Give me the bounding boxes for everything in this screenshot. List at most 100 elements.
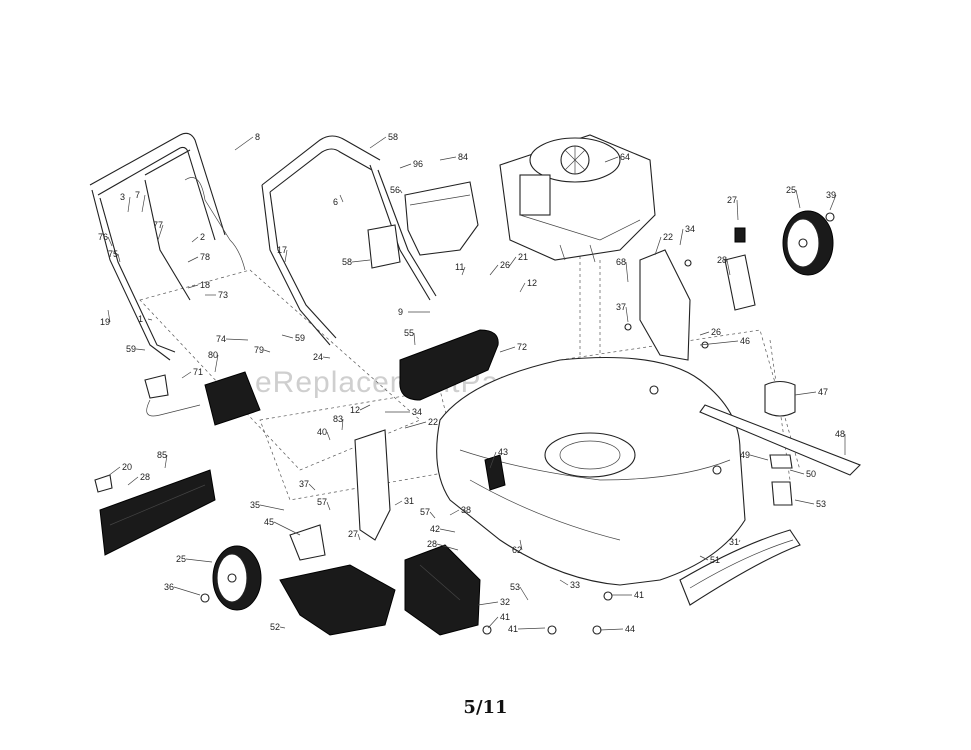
callout-leader <box>181 371 192 379</box>
callout-leader <box>404 421 427 429</box>
callout-number: 49 <box>740 450 750 460</box>
callout-number: 42 <box>430 524 440 534</box>
callout-number: 50 <box>806 469 816 479</box>
callout-leader <box>394 500 403 506</box>
callout-leader <box>499 346 516 353</box>
callout-number: 78 <box>200 252 210 262</box>
bag-frame <box>367 181 479 269</box>
callout-number: 12 <box>350 405 360 415</box>
callout-leader <box>489 451 497 469</box>
callout-number: 56 <box>390 185 400 195</box>
callout-number: 24 <box>313 352 323 362</box>
callout-number: 35 <box>250 500 260 510</box>
callout-leader <box>794 391 817 396</box>
callout-number: 96 <box>413 159 423 169</box>
callout-leader <box>439 528 456 533</box>
page-indicator: 5/11 <box>463 697 508 718</box>
callout-number: 31 <box>404 496 414 506</box>
callout-leader <box>489 264 499 276</box>
callout-number: 25 <box>176 554 186 564</box>
callout-leader <box>726 259 731 276</box>
callout-leader <box>107 236 113 247</box>
callout-leader <box>477 601 499 606</box>
hardware <box>200 212 835 635</box>
blade-assembly <box>699 380 861 506</box>
callout-number: 75 <box>108 249 118 259</box>
callout-number: 46 <box>740 336 750 346</box>
callout-leader <box>191 236 199 243</box>
engine <box>499 134 656 263</box>
discharge-chute <box>279 564 396 636</box>
callout-leader <box>794 499 815 505</box>
callout-number: 3 <box>120 192 125 202</box>
callout-number: 17 <box>277 245 287 255</box>
callout-number: 45 <box>264 517 274 527</box>
callout-leader <box>263 349 271 353</box>
callout-leader <box>187 256 199 263</box>
callout-number: 59 <box>126 344 136 354</box>
callout-leader <box>214 354 219 373</box>
callout-leader <box>281 334 294 339</box>
callout-number: 76 <box>98 232 108 242</box>
callout-leader <box>234 136 254 151</box>
callout-leader <box>117 253 121 263</box>
callout-number: 52 <box>270 622 280 632</box>
callout-number: 43 <box>498 447 508 457</box>
callout-number: 27 <box>727 195 737 205</box>
callout-leader <box>461 266 466 276</box>
callout-number: 28 <box>427 539 437 549</box>
callout-leader <box>519 282 526 293</box>
callout-leader <box>284 249 288 263</box>
callout-number: 21 <box>518 252 528 262</box>
callout-leader <box>679 228 684 246</box>
front-baffle <box>679 529 801 606</box>
callout-number: 48 <box>835 429 845 439</box>
callout-leader <box>273 521 301 536</box>
callout-leader <box>517 627 546 630</box>
callout-number: 47 <box>818 387 828 397</box>
callout-number: 7 <box>135 190 140 200</box>
callout-number: 37 <box>299 479 309 489</box>
upper-handle <box>89 132 246 361</box>
battery <box>144 371 261 426</box>
callout-leader <box>795 189 801 209</box>
callout-leader <box>789 469 805 475</box>
lower-handle <box>261 135 437 346</box>
callout-leader <box>699 340 739 346</box>
callout-leader <box>604 156 619 163</box>
grass-bag <box>404 544 481 636</box>
wheel-right <box>782 210 834 276</box>
callout-leader <box>351 259 371 263</box>
callout-number: 6 <box>333 197 338 207</box>
callout-leader <box>507 256 517 269</box>
wheel-left <box>212 545 262 611</box>
callout-leader <box>749 454 769 461</box>
callout-number: 62 <box>512 545 522 555</box>
callout-leader <box>107 309 111 323</box>
callout-leader <box>259 504 285 511</box>
callout-leader <box>359 404 371 411</box>
callout-number: 41 <box>634 590 644 600</box>
callout-leader <box>829 194 837 211</box>
callout-leader <box>187 284 199 289</box>
callout-leader <box>625 306 629 323</box>
callout-number: 74 <box>216 334 226 344</box>
callout-leader <box>599 628 624 631</box>
callout-leader <box>519 586 529 601</box>
callout-leader <box>339 194 344 203</box>
callout-number: 41 <box>508 624 518 634</box>
callout-number: 53 <box>510 582 520 592</box>
callout-leader <box>559 579 569 586</box>
callout-leader <box>135 348 146 351</box>
callout-number: 26 <box>500 260 510 270</box>
callout-leader <box>736 199 739 221</box>
callout-number: 64 <box>620 152 630 162</box>
mower-deck <box>436 356 746 586</box>
callout-leader <box>225 338 249 341</box>
callout-number: 80 <box>208 350 218 360</box>
callout-leader <box>399 189 403 194</box>
callout-number: 57 <box>420 507 430 517</box>
callout-number: 40 <box>317 427 327 437</box>
